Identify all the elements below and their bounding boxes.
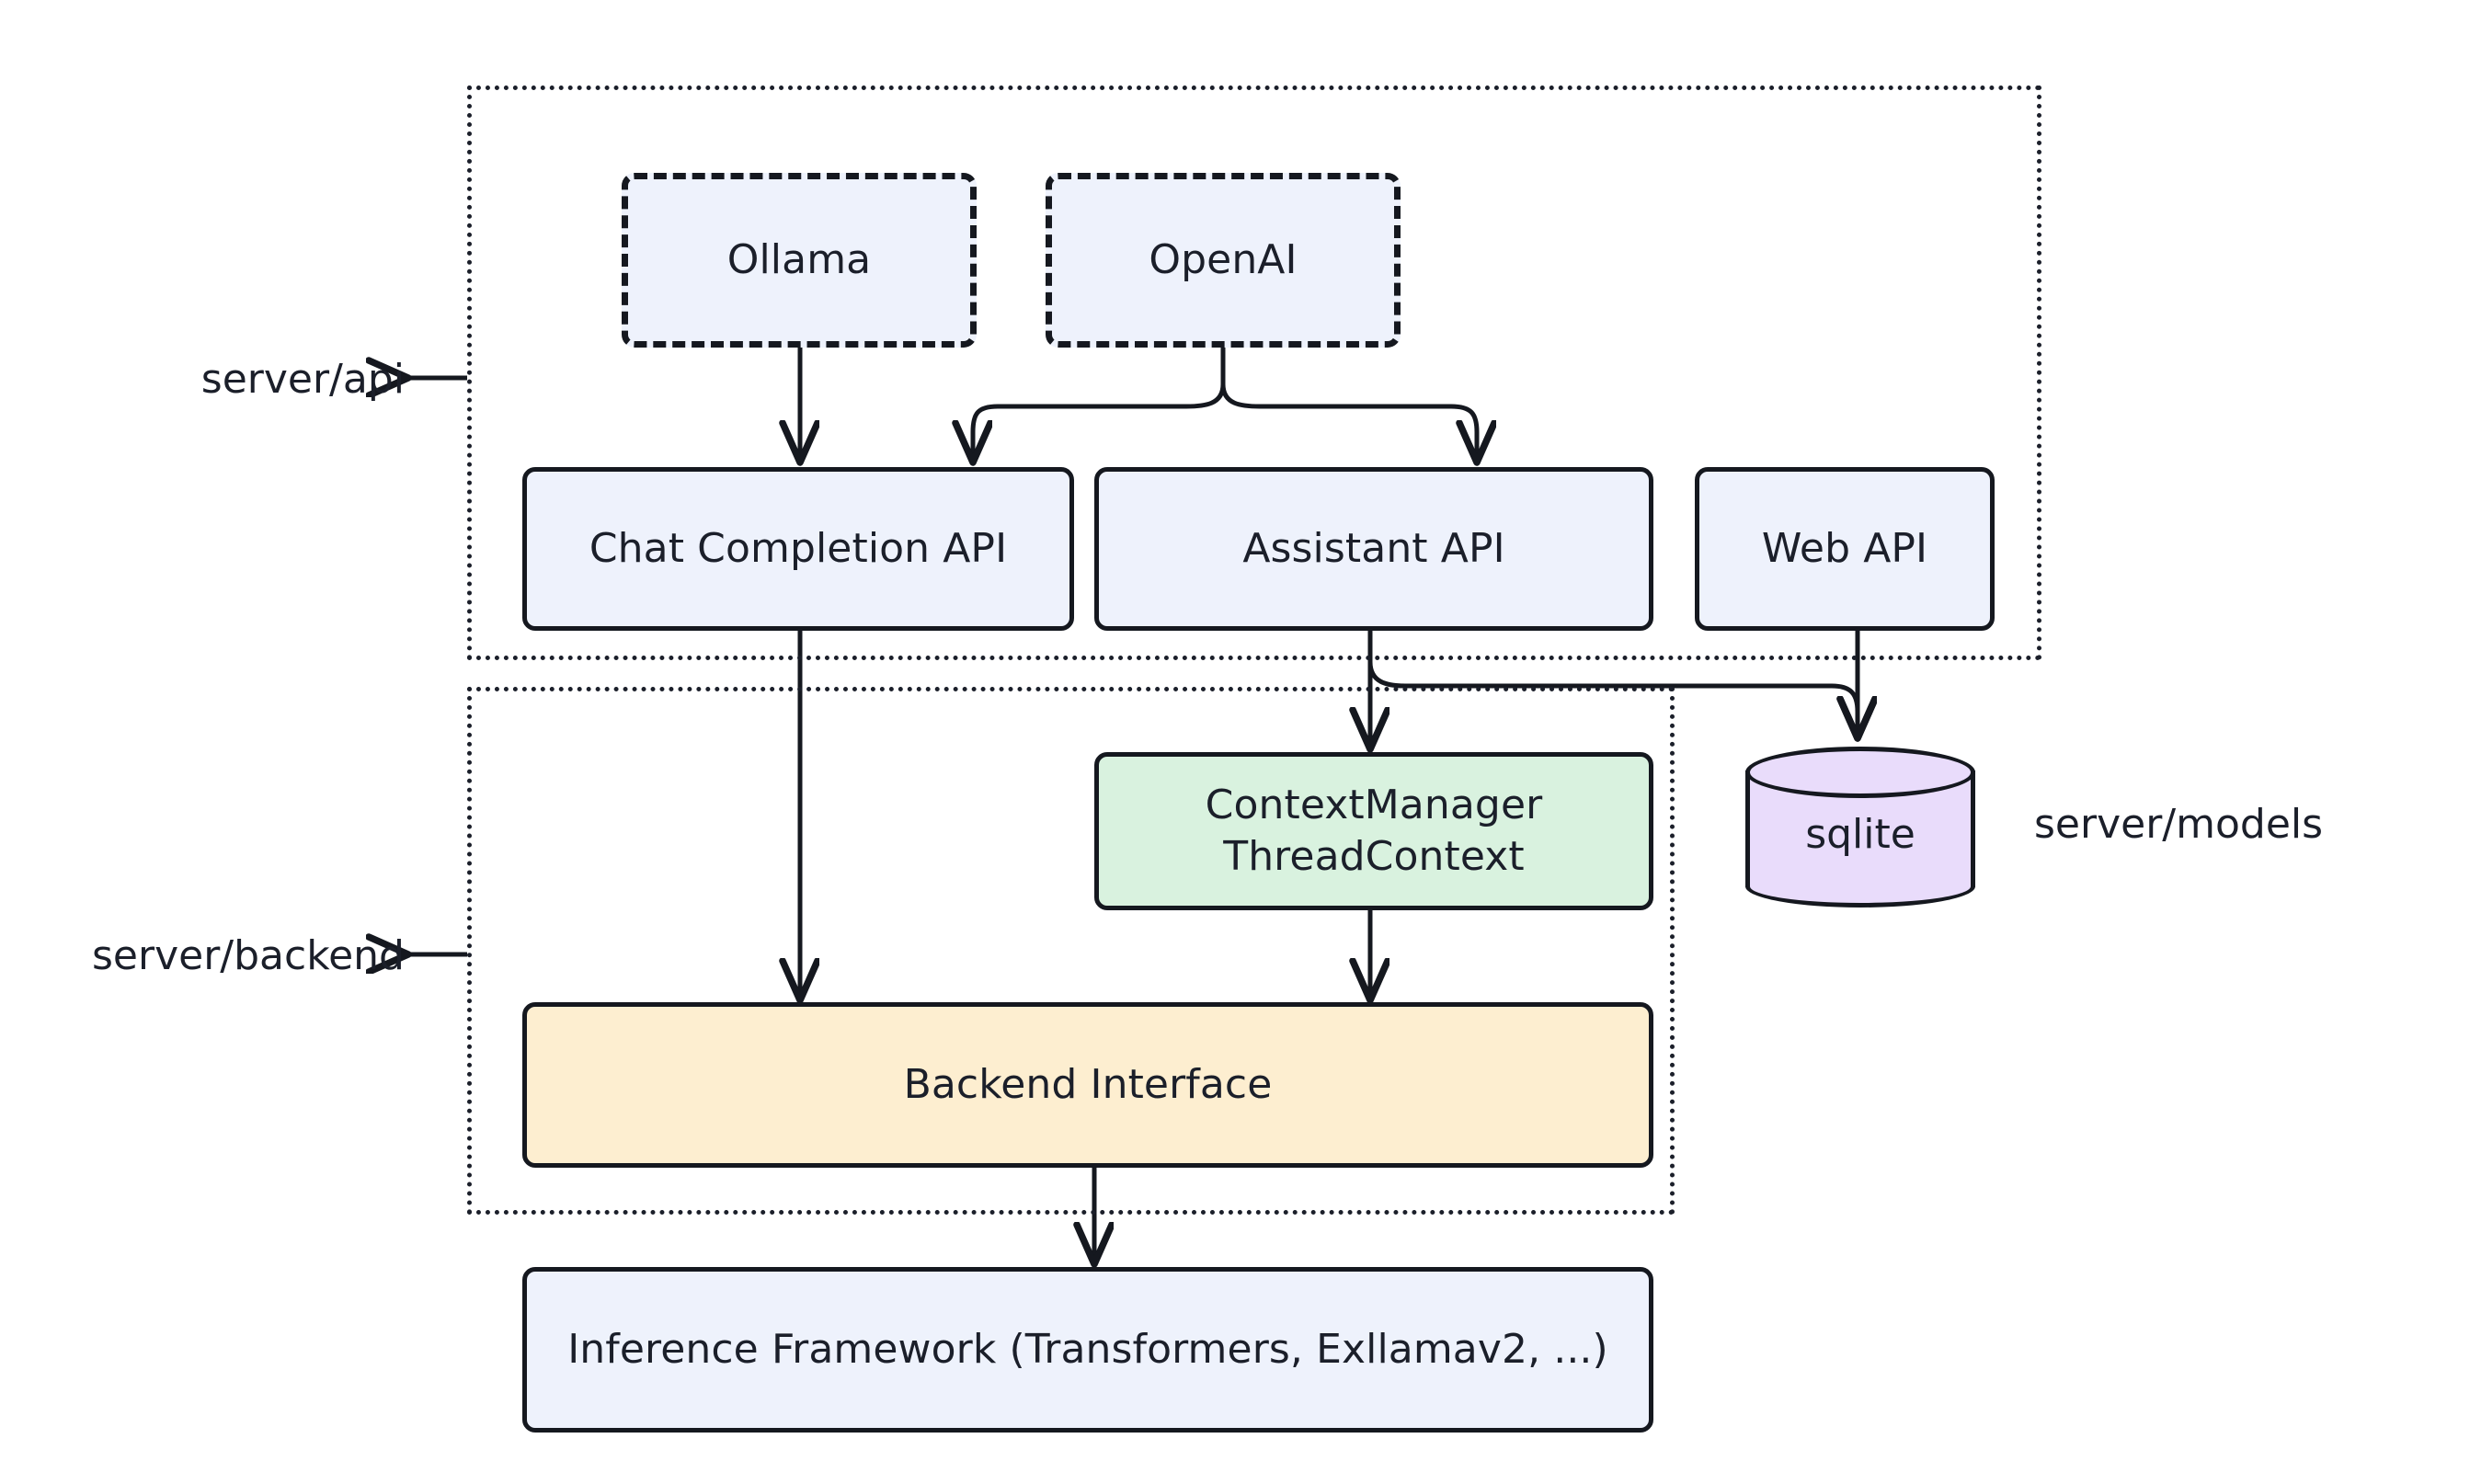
node-chat-completion-api[interactable]: Chat Completion API (522, 467, 1074, 631)
label-server-models: server/models (2034, 800, 2324, 848)
label-server-backend: server/backend (92, 931, 405, 979)
node-openai-label: OpenAI (1149, 235, 1298, 283)
node-backend-interface[interactable]: Backend Interface (522, 1002, 1653, 1168)
node-context-manager-label: ContextManager ThreadContext (1205, 781, 1543, 880)
node-openai[interactable]: OpenAI (1046, 173, 1401, 348)
sqlite-cylinder-top (1745, 747, 1975, 798)
node-sqlite-label: sqlite (1805, 811, 1915, 858)
group-server-api (467, 86, 2041, 660)
node-assistant-api-label: Assistant API (1242, 524, 1505, 572)
node-assistant-api[interactable]: Assistant API (1094, 467, 1653, 631)
label-server-api: server/api (200, 355, 405, 403)
node-ollama[interactable]: Ollama (622, 173, 977, 348)
node-ollama-label: Ollama (726, 235, 872, 283)
node-sqlite[interactable]: sqlite (1745, 747, 1975, 908)
node-chat-completion-api-label: Chat Completion API (589, 524, 1008, 572)
node-context-manager[interactable]: ContextManager ThreadContext (1094, 752, 1653, 910)
node-web-api-label: Web API (1761, 524, 1928, 572)
node-inference-framework-label: Inference Framework (Transformers, Exlla… (567, 1325, 1608, 1373)
node-backend-interface-label: Backend Interface (903, 1060, 1273, 1108)
group-server-backend (467, 687, 1675, 1215)
node-web-api[interactable]: Web API (1695, 467, 1995, 631)
node-inference-framework[interactable]: Inference Framework (Transformers, Exlla… (522, 1267, 1653, 1433)
